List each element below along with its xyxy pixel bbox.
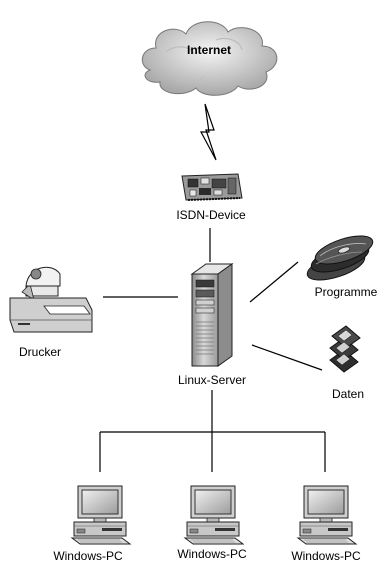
windows-pc-label: Windows-PC [291, 549, 361, 563]
windows-pc-icon [297, 485, 357, 545]
windows-pc-icon [184, 485, 244, 545]
isdn-device-label: ISDN-Device [176, 208, 246, 222]
link-server-programme [249, 261, 299, 303]
printer-label: Drucker [19, 345, 61, 359]
windows-pc-icon [71, 485, 131, 545]
cloud-icon [141, 21, 278, 96]
linux-server-label: Linux-Server [178, 373, 246, 387]
windows-pc-label: Windows-PC [177, 547, 247, 561]
isdn-card-icon [181, 173, 243, 201]
link-server-daten [251, 344, 323, 371]
diskettes-icon [329, 325, 361, 373]
connection-lines [99, 228, 326, 472]
cd-stack-icon [306, 235, 374, 281]
isdn-link-lightning-icon [199, 103, 217, 161]
internet-label: Internet [187, 43, 231, 57]
windows-pc-label: Windows-PC [53, 549, 123, 563]
printer-icon [9, 266, 93, 333]
programme-label: Programme [315, 285, 378, 299]
server-tower-icon [190, 263, 234, 367]
daten-label: Daten [332, 387, 364, 401]
